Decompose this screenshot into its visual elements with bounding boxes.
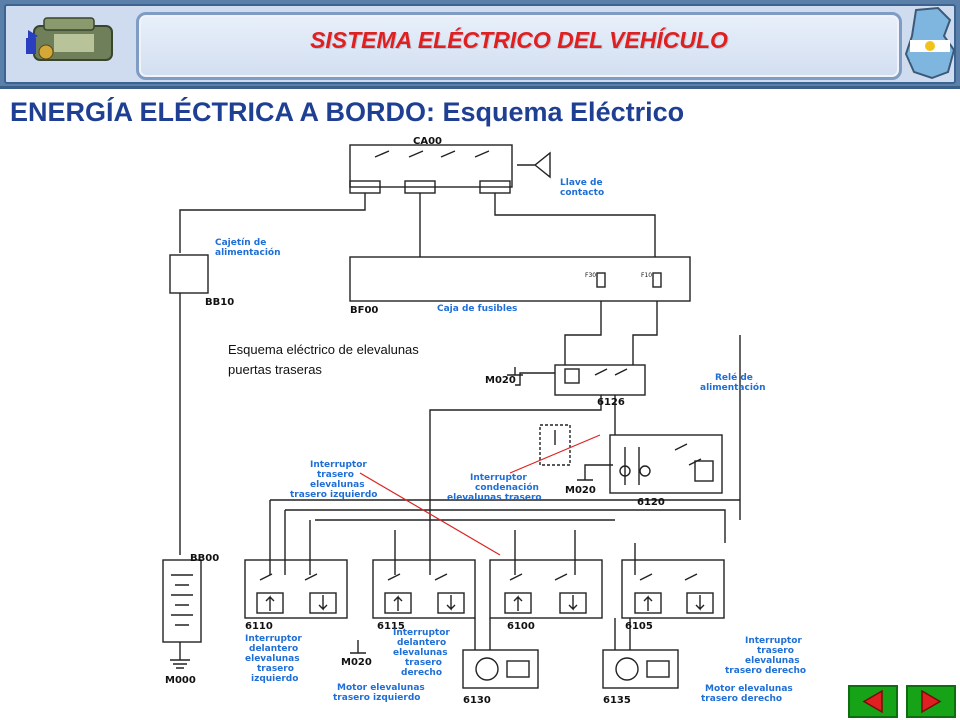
label-itd-3: elevalunas	[745, 656, 800, 666]
label-itr-2: trasero	[317, 470, 354, 480]
next-slide-button[interactable]	[906, 685, 956, 718]
motor-6130	[462, 649, 539, 689]
left-triangle-icon	[862, 689, 883, 714]
label-idd-2: delantero	[397, 638, 446, 648]
motor-right-icon	[615, 657, 639, 681]
label-idl-3: elevalunas	[245, 654, 300, 664]
label-md-1: Motor elevalunas	[705, 684, 793, 694]
header-band: SISTEMA ELÉCTRICO DEL VEHÍCULO	[0, 0, 960, 89]
code-6100: 6100	[507, 621, 535, 632]
header-title: SISTEMA ELÉCTRICO DEL VEHÍCULO	[310, 27, 728, 53]
label-md-2: trasero derecho	[701, 694, 782, 704]
engine-logo-icon	[26, 17, 113, 61]
label-idl-1: Interruptor	[245, 634, 302, 644]
title-banner: SISTEMA ELÉCTRICO DEL VEHÍCULO	[136, 12, 902, 80]
code-ca00: CA00	[413, 136, 442, 147]
code-bb10: BB10	[205, 297, 234, 308]
code-m020-b: M020	[565, 485, 596, 496]
label-idd-5: derecho	[401, 668, 442, 678]
previous-slide-button[interactable]	[848, 685, 898, 718]
key-icon	[517, 151, 551, 179]
ignition-switch-box	[349, 144, 513, 188]
code-6126: 6126	[597, 397, 625, 408]
electrical-schematic: CA00 BB10 BF00 M020 M020 M020 M000 BB00 …	[162, 136, 806, 706]
label-idd-1: Interruptor	[393, 628, 450, 638]
code-6130: 6130	[463, 695, 491, 706]
motor-6135	[602, 649, 679, 689]
fuse-f10: F10	[641, 272, 652, 279]
code-6105: 6105	[625, 621, 653, 632]
code-m020-c: M020	[341, 657, 372, 668]
power-box-bb10	[169, 254, 209, 294]
label-itd-2: trasero	[757, 646, 794, 656]
right-triangle-icon	[921, 689, 942, 714]
label-idl-2: delantero	[249, 644, 298, 654]
fuse-box-bf00	[349, 256, 691, 302]
label-mi-1: Motor elevalunas	[337, 683, 425, 693]
battery-bb00	[162, 559, 202, 643]
label-idd-3: elevalunas	[393, 648, 448, 658]
diagram-caption: Esquema eléctrico de elevalunas puertas …	[228, 340, 419, 380]
code-m000: M000	[165, 675, 196, 686]
code-bf00: BF00	[350, 305, 378, 316]
relay-6126	[554, 364, 646, 396]
label-icond-3: elevalunas trasero	[447, 493, 542, 503]
label-llave-2: contacto	[560, 188, 604, 198]
label-icond-1: Interruptor	[470, 473, 527, 483]
label-caja-fusibles: Caja de fusibles	[437, 304, 517, 314]
switch-block-6115	[372, 559, 476, 619]
switch-block-6100	[489, 559, 603, 619]
label-idl-4: trasero	[257, 664, 294, 674]
fuse-f30: F30	[585, 272, 596, 279]
label-itd-4: trasero derecho	[725, 666, 806, 676]
switch-block-6110	[244, 559, 348, 619]
region-map-logo-icon	[904, 6, 956, 80]
switch-block-6105	[621, 559, 725, 619]
code-6135: 6135	[603, 695, 631, 706]
caption-line-1: Esquema eléctrico de elevalunas	[228, 342, 419, 357]
label-idd-4: trasero	[405, 658, 442, 668]
label-rele-2: alimentación	[700, 382, 766, 393]
motor-left-icon	[475, 657, 499, 681]
label-itr-1: Interruptor	[310, 460, 367, 470]
code-6115: 6115	[377, 621, 405, 632]
condemnation-switch-6120	[609, 434, 723, 494]
caption-line-2: puertas traseras	[228, 362, 322, 377]
header-frame: SISTEMA ELÉCTRICO DEL VEHÍCULO	[4, 4, 956, 84]
label-llave-1: Llave de	[560, 178, 603, 188]
label-cajetin-2: alimentación	[215, 247, 281, 258]
label-idl-5: izquierdo	[251, 674, 298, 684]
label-cajetin-1: Cajetín de	[215, 238, 266, 248]
code-bb00: BB00	[190, 553, 219, 564]
label-itr-3: elevalunas	[310, 480, 365, 490]
label-icond-2: condenación	[475, 482, 539, 493]
code-6120: 6120	[637, 497, 665, 508]
label-itd-1: Interruptor	[745, 636, 802, 646]
label-mi-2: trasero izquierdo	[333, 693, 420, 703]
label-itr-4: trasero izquierdo	[290, 490, 377, 500]
page-title: ENERGÍA ELÉCTRICA A BORDO: Esquema Eléct…	[10, 97, 685, 127]
code-6110: 6110	[245, 621, 273, 632]
code-m020-a: M020	[485, 375, 516, 386]
label-rele-1: Relé de	[715, 372, 753, 383]
